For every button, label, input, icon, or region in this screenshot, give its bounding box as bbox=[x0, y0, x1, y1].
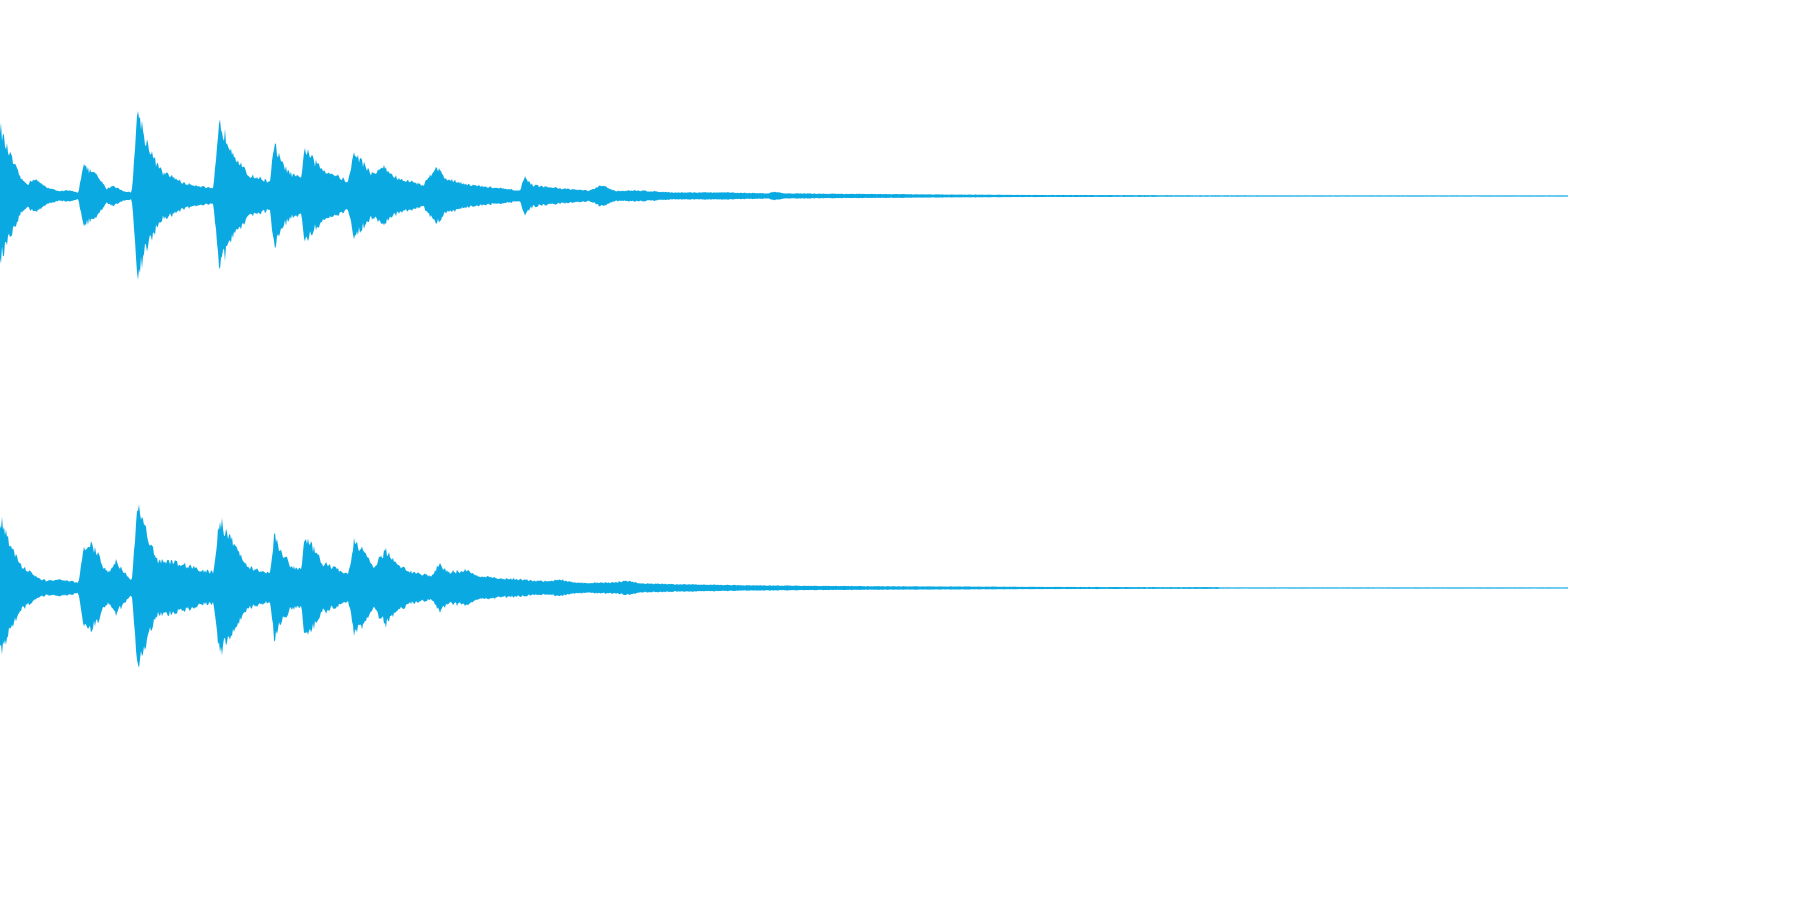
right-channel bbox=[0, 504, 1568, 668]
right-channel-waveform bbox=[0, 504, 1568, 668]
left-channel-waveform bbox=[0, 110, 1568, 280]
waveform-view bbox=[0, 110, 1568, 668]
stereo-waveform bbox=[0, 110, 1568, 668]
left-channel bbox=[0, 110, 1568, 280]
